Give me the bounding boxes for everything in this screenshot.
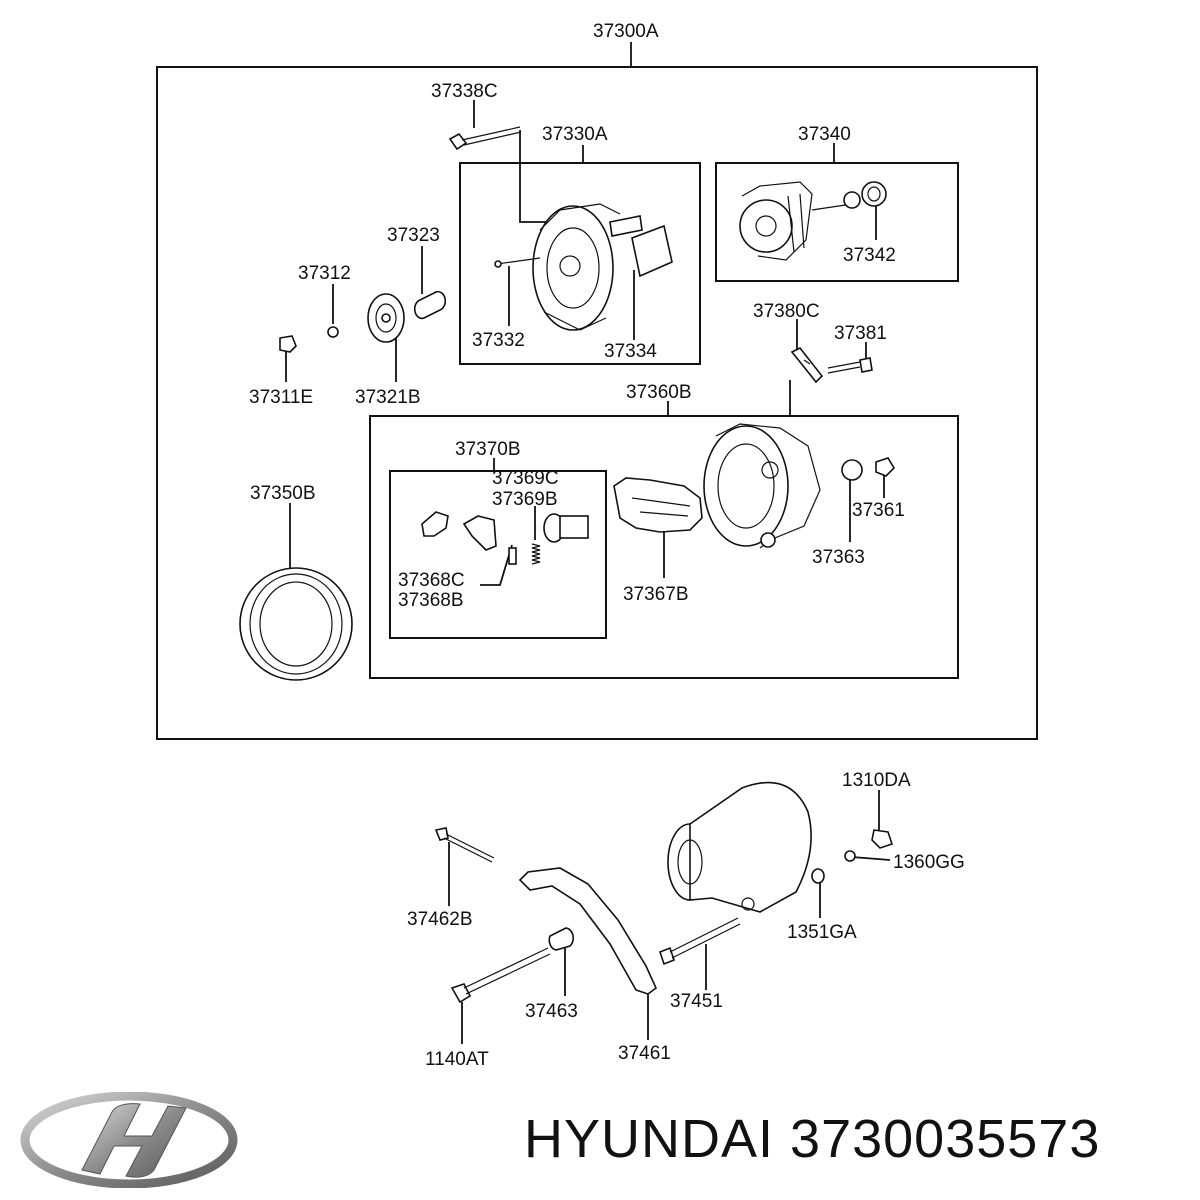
rectifier-drawing (613, 477, 703, 533)
label-1360GG: 1360GG (893, 852, 965, 873)
adjust-bracket-drawing (518, 867, 657, 995)
rear-housing-drawing (703, 423, 896, 549)
label-37338C: 37338C (431, 81, 498, 102)
small-bracket-drawing (790, 346, 824, 384)
label-37381: 37381 (834, 323, 887, 344)
label-37462B: 37462B (407, 909, 473, 930)
label-37463: 37463 (525, 1001, 578, 1022)
label-37380C: 37380C (753, 301, 820, 322)
washer-drawing (327, 326, 339, 338)
label-37360B: 37360B (626, 382, 692, 403)
brush-holder-drawing (421, 511, 589, 565)
label-37312: 37312 (298, 263, 351, 284)
label-37369C: 37369C (492, 468, 559, 489)
label-37363: 37363 (812, 547, 865, 568)
front-housing-drawing (494, 203, 673, 331)
assembly-box (156, 66, 1038, 740)
brand-caption: HYUNDAI 3730035573 (524, 1108, 1100, 1170)
label-37368C: 37368C (398, 570, 465, 591)
label-37321B: 37321B (355, 387, 421, 408)
brush-holder-box (389, 470, 607, 639)
label-37370B: 37370B (455, 439, 521, 460)
front-housing-box (459, 162, 701, 365)
rotor-drawing (739, 181, 887, 261)
label-37367B: 37367B (623, 584, 689, 605)
mount-hardware-drawing (811, 829, 894, 884)
label-37461: 37461 (618, 1043, 671, 1064)
label-37311E: 37311E (249, 387, 313, 408)
sleeve-drawing (548, 927, 575, 951)
alternator-body-drawing (667, 781, 812, 913)
stator-drawing (239, 567, 353, 681)
pulley-drawing (367, 293, 405, 343)
label-1310DA: 1310DA (842, 770, 911, 791)
mount-bolt-drawing (659, 917, 741, 966)
nut-drawing (279, 335, 297, 353)
label-37368B: 37368B (398, 590, 464, 611)
label-37332: 37332 (472, 330, 525, 351)
label-37342: 37342 (843, 245, 896, 266)
label-37350B: 37350B (250, 483, 316, 504)
bracket-bolt-drawing (827, 357, 873, 374)
rotor-box (715, 162, 959, 282)
bracket-bolt-2-drawing (450, 947, 551, 1004)
label-37323: 37323 (387, 225, 440, 246)
label-37334: 37334 (604, 341, 657, 362)
label-37330A: 37330A (542, 124, 608, 145)
spacer-drawing (413, 290, 447, 320)
label-37369B: 37369B (492, 489, 558, 510)
label-37340: 37340 (798, 124, 851, 145)
label-37451: 37451 (670, 991, 723, 1012)
rear-housing-box (369, 415, 959, 679)
label-1351GA: 1351GA (787, 922, 857, 943)
part-number: 3730035573 (790, 1109, 1101, 1169)
brand-name: HYUNDAI (524, 1109, 775, 1169)
hyundai-logo (20, 1092, 238, 1188)
adjust-bolt-drawing (434, 827, 495, 863)
label-37300A: 37300A (593, 21, 659, 42)
thru-bolt-drawing (448, 126, 522, 151)
label-37361: 37361 (852, 500, 905, 521)
label-1140AT: 1140AT (425, 1049, 489, 1070)
